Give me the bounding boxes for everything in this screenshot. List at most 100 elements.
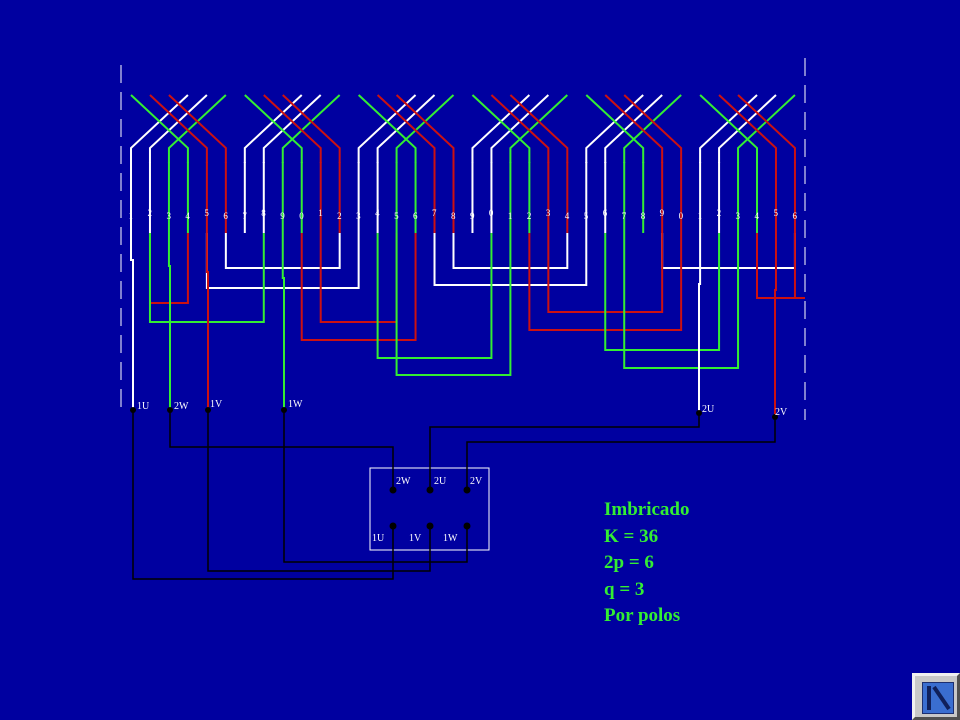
slot-number-10: 0 bbox=[299, 211, 304, 221]
group-link-15 bbox=[604, 233, 721, 351]
box-label-2u: 2U bbox=[434, 476, 447, 487]
slot-number-27: 7 bbox=[622, 211, 627, 221]
slot-number-31: 1 bbox=[698, 211, 703, 221]
lead-1w bbox=[281, 233, 285, 410]
end-navigation-icon bbox=[922, 682, 954, 714]
coil-head-15 bbox=[395, 94, 455, 163]
slot-number-36: 6 bbox=[792, 211, 797, 221]
connection-wires bbox=[132, 410, 776, 580]
phase-leads bbox=[130, 233, 805, 417]
slot-number-17: 7 bbox=[432, 208, 437, 218]
coil-head-33 bbox=[737, 94, 796, 163]
caption-line-q: q = 3 bbox=[604, 578, 645, 600]
coil-head-6 bbox=[168, 94, 227, 163]
slot-number-21: 1 bbox=[508, 211, 513, 221]
slot-number-12: 2 bbox=[337, 211, 342, 221]
coil-head-3 bbox=[167, 94, 227, 163]
slot-number-4: 4 bbox=[185, 211, 190, 221]
coil-end-connections bbox=[130, 94, 796, 163]
coil-head-14 bbox=[376, 94, 436, 163]
caption-line-mode: Por polos bbox=[604, 605, 681, 626]
end-navigation-button[interactable] bbox=[912, 673, 960, 720]
coil-head-24 bbox=[509, 94, 569, 163]
coil-head-12 bbox=[282, 94, 341, 163]
box-label-1w: 1W bbox=[443, 533, 458, 544]
winding-caption: Imbricado K = 36 2p = 6 q = 3 Por polos bbox=[604, 497, 690, 630]
lead-2u bbox=[698, 233, 702, 413]
coil-head-21 bbox=[509, 94, 568, 163]
coil-head-34 bbox=[699, 94, 759, 163]
slot-number-32: 2 bbox=[717, 208, 722, 218]
box-label-1u: 1U bbox=[372, 533, 385, 544]
slot-number-34: 4 bbox=[755, 211, 760, 221]
slot-number-28: 8 bbox=[641, 211, 646, 221]
slot-number-20: 0 bbox=[489, 208, 494, 218]
slot-number-13: 3 bbox=[356, 211, 361, 221]
slot-number-33: 3 bbox=[736, 211, 741, 221]
wire-2u bbox=[429, 413, 700, 490]
slot-number-15: 5 bbox=[394, 211, 399, 221]
lead-2w bbox=[167, 233, 171, 410]
lead-out-right-v bbox=[756, 233, 805, 299]
wire-1u bbox=[132, 410, 394, 580]
coil-head-10 bbox=[244, 94, 303, 163]
coil-head-16 bbox=[357, 94, 417, 163]
lead-1v bbox=[205, 233, 209, 410]
coil-head-11 bbox=[263, 94, 322, 163]
coil-head-26 bbox=[604, 94, 663, 163]
coil-head-20 bbox=[490, 94, 550, 163]
slot-number-30: 0 bbox=[679, 211, 684, 221]
slot-number-35: 5 bbox=[773, 208, 778, 218]
coil-head-28 bbox=[585, 94, 645, 163]
terminal-label-2v: 2V bbox=[775, 407, 788, 418]
slot-number-16: 6 bbox=[413, 211, 418, 221]
slot-number-2: 2 bbox=[147, 208, 152, 218]
coil-head-22 bbox=[471, 94, 531, 163]
slot-number-24: 4 bbox=[565, 211, 570, 221]
coil-head-4 bbox=[130, 94, 189, 163]
group-link-7 bbox=[300, 233, 417, 341]
coil-group-links bbox=[148, 233, 796, 376]
wire-2w bbox=[169, 410, 394, 490]
slot-conductors bbox=[130, 162, 796, 233]
box-label-1v: 1V bbox=[409, 533, 422, 544]
slot-number-25: 5 bbox=[584, 211, 589, 221]
slot-number-29: 9 bbox=[660, 208, 665, 218]
wire-2v bbox=[466, 417, 776, 490]
slot-number-9: 9 bbox=[280, 211, 285, 221]
slot-number-22: 2 bbox=[527, 211, 532, 221]
coil-head-18 bbox=[395, 94, 455, 163]
coil-head-32 bbox=[718, 94, 777, 163]
caption-line-slots: K = 36 bbox=[604, 525, 659, 547]
wire-1w bbox=[283, 410, 468, 563]
slot-number-11: 1 bbox=[318, 208, 323, 218]
slot-number-18: 8 bbox=[451, 211, 456, 221]
slot-number-8: 8 bbox=[261, 208, 266, 218]
coil-head-29 bbox=[604, 94, 664, 163]
coil-head-5 bbox=[149, 94, 208, 163]
box-label-2v: 2V bbox=[470, 476, 483, 487]
coil-head-8 bbox=[262, 94, 322, 163]
slot-number-23: 3 bbox=[546, 208, 551, 218]
terminal-label-1u: 1U bbox=[137, 401, 150, 412]
coil-head-27 bbox=[623, 94, 682, 163]
caption-line-type: Imbricado bbox=[604, 499, 690, 520]
coil-head-30 bbox=[623, 94, 683, 163]
box-label-2w: 2W bbox=[396, 476, 411, 487]
slot-number-14: 4 bbox=[375, 208, 380, 218]
coil-head-17 bbox=[376, 94, 436, 163]
coil-head-36 bbox=[737, 94, 796, 163]
lead-2v bbox=[774, 233, 777, 417]
coil-head-35 bbox=[718, 94, 777, 163]
coil-head-9 bbox=[281, 94, 341, 163]
slot-number-6: 6 bbox=[223, 211, 228, 221]
terminal-label-1v: 1V bbox=[210, 399, 223, 410]
coil-head-23 bbox=[490, 94, 550, 163]
group-link-16 bbox=[623, 233, 740, 369]
coil-head-2 bbox=[148, 94, 208, 163]
slot-number-7: 7 bbox=[242, 211, 247, 221]
wire-1v bbox=[207, 410, 431, 572]
group-link-14 bbox=[395, 233, 512, 376]
